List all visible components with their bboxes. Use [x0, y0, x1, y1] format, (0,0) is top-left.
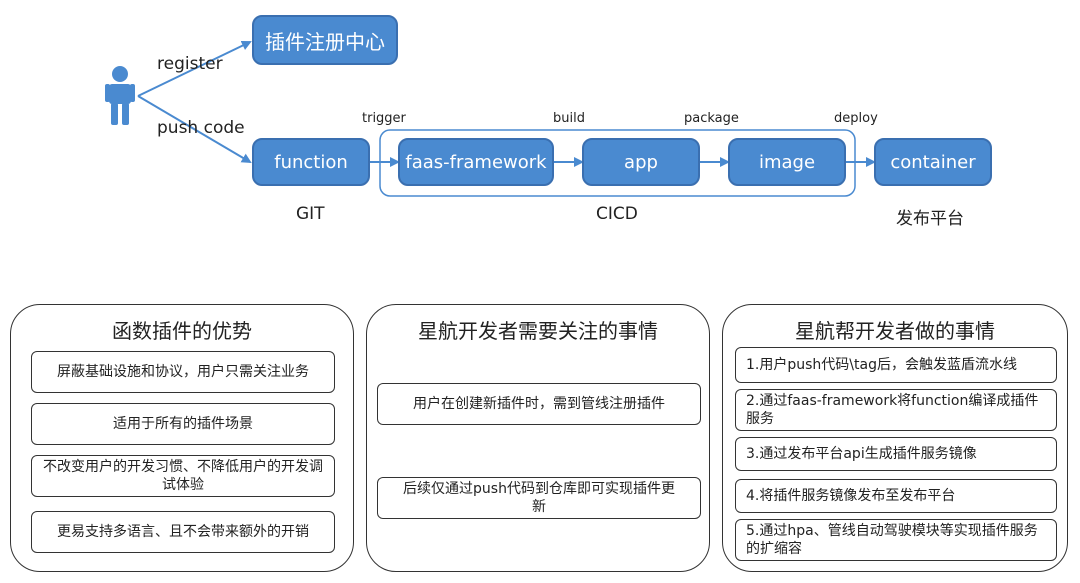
faas-framework-node: faas-framework	[398, 138, 554, 186]
platform-step-item: 5.通过hpa、管线自动驾驶模块等实现插件服务的扩缩容	[735, 519, 1057, 561]
image-node: image	[728, 138, 846, 186]
concern-item: 用户在创建新插件时，需到管线注册插件	[377, 383, 701, 425]
platform-does-panel: 星航帮开发者做的事情 1.用户push代码\tag后，会触发蓝盾流水线 2.通过…	[722, 304, 1068, 572]
deploy-label: deploy	[834, 111, 878, 126]
register-label: register	[157, 54, 223, 74]
build-label: build	[553, 111, 585, 126]
push-code-arrow	[137, 95, 252, 164]
package-label: package	[684, 111, 739, 126]
advantages-title: 函数插件的优势	[112, 319, 252, 343]
advantage-item: 适用于所有的插件场景	[31, 403, 335, 445]
cicd-group-label: CICD	[596, 204, 638, 224]
platform-group-label: 发布平台	[896, 209, 964, 229]
platform-step-item: 1.用户push代码\tag后，会触发蓝盾流水线	[735, 347, 1057, 383]
developer-concerns-panel: 星航开发者需要关注的事情 用户在创建新插件时，需到管线注册插件 后续仅通过pus…	[366, 304, 710, 572]
advantage-item: 不改变用户的开发习惯、不降低用户的开发调试体验	[31, 455, 335, 497]
platform-does-title: 星航帮开发者做的事情	[795, 319, 995, 343]
push-code-label: push code	[157, 118, 245, 138]
advantages-panel: 函数插件的优势 屏蔽基础设施和协议，用户只需关注业务 适用于所有的插件场景 不改…	[10, 304, 354, 572]
app-node: app	[582, 138, 700, 186]
git-group-label: GIT	[296, 204, 325, 224]
advantage-item: 更易支持多语言、且不会带来额外的开销	[31, 511, 335, 553]
trigger-label: trigger	[362, 111, 406, 126]
user-person-icon	[105, 66, 135, 125]
platform-step-item: 3.通过发布平台api生成插件服务镜像	[735, 437, 1057, 471]
plugin-registry-node: 插件注册中心	[252, 15, 398, 65]
function-node: function	[252, 138, 370, 186]
developer-concerns-title: 星航开发者需要关注的事情	[418, 319, 658, 343]
advantage-item: 屏蔽基础设施和协议，用户只需关注业务	[31, 351, 335, 393]
platform-step-item: 4.将插件服务镜像发布至发布平台	[735, 479, 1057, 513]
container-node: container	[874, 138, 992, 186]
concern-item: 后续仅通过push代码到仓库即可实现插件更新	[377, 477, 701, 519]
platform-step-item: 2.通过faas-framework将function编译成插件服务	[735, 389, 1057, 431]
register-arrow	[137, 40, 252, 97]
